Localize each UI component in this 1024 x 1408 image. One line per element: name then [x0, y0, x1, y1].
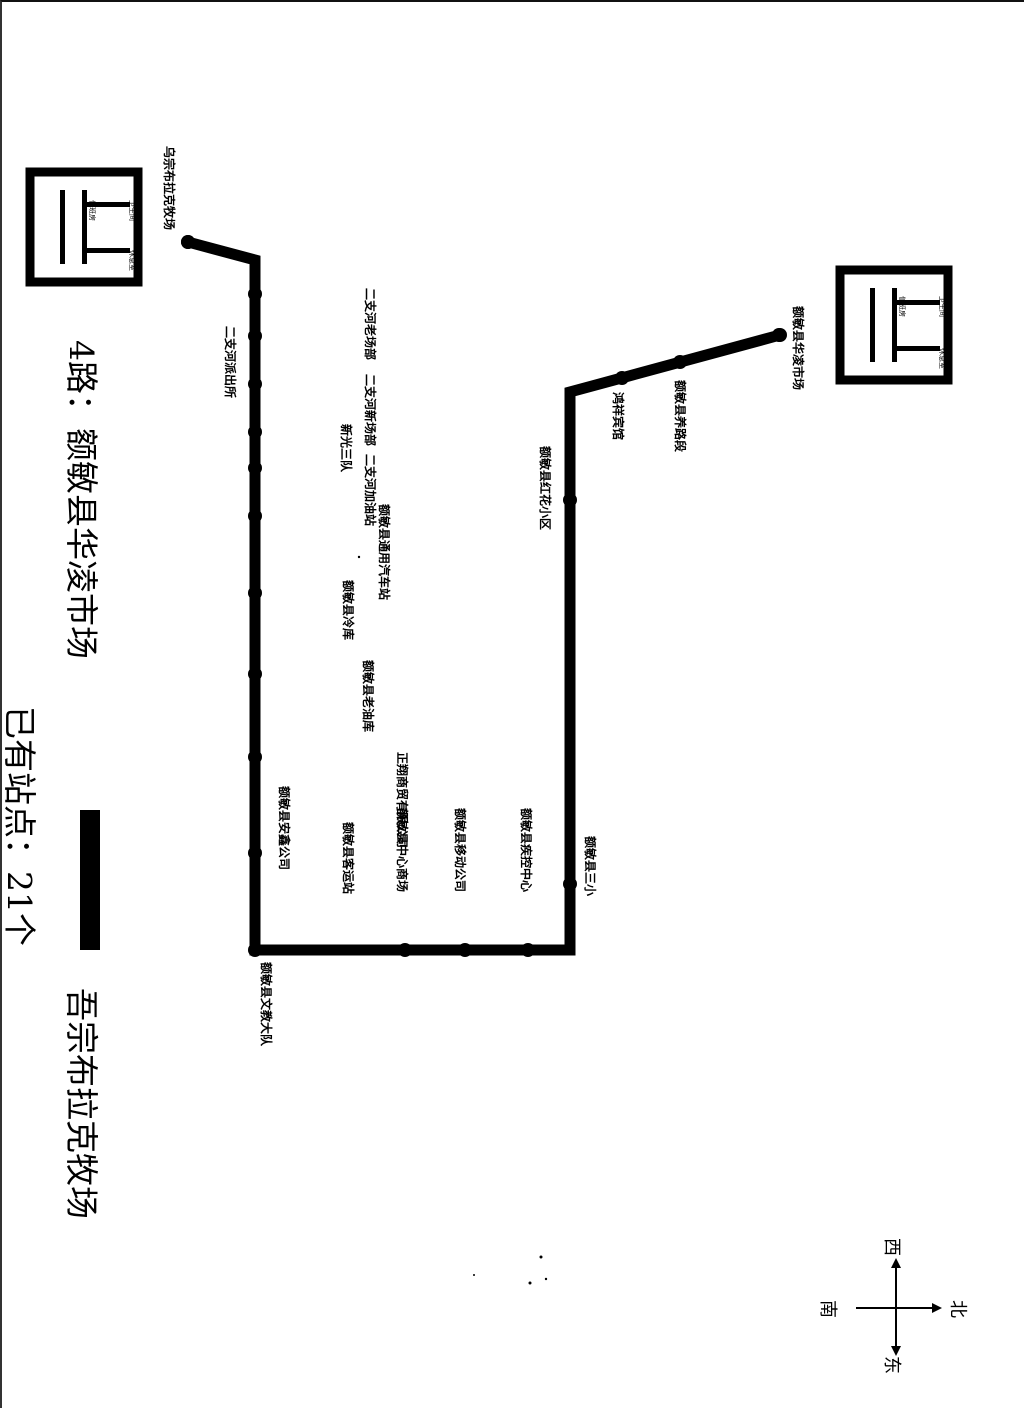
stop-dot[interactable] — [181, 235, 195, 249]
arrow-down-icon — [891, 1346, 901, 1356]
stop-dot[interactable] — [248, 667, 262, 681]
stop-dot[interactable] — [248, 586, 262, 600]
stop-label-paichusuo: 二支河派出所 — [223, 326, 238, 398]
facility-duty-label: 值班房 — [88, 200, 97, 221]
stop-label-laochang: 二支河老场部 — [363, 288, 378, 360]
compass-north: 北 — [947, 1300, 968, 1318]
stop-label-anxin: 额敏县安鑫公司 — [277, 786, 292, 870]
compass-east: 东 — [881, 1356, 902, 1374]
stop-dot[interactable] — [248, 329, 262, 343]
stop-dot[interactable] — [521, 943, 535, 957]
stop-dot[interactable] — [248, 943, 262, 957]
facility-duty-label: 值班房 — [898, 296, 907, 317]
stop-label-wenjiao: 额敏县文教大队 — [259, 962, 274, 1047]
stop-dot[interactable] — [248, 287, 262, 301]
stop-dot[interactable] — [248, 461, 262, 475]
stop-label-yangluduan: 额敏县养路段 — [673, 380, 688, 453]
route-origin: 额敏县华凌市场 — [62, 428, 101, 659]
route-ends — [181, 235, 787, 342]
stop-label-sandui: 新光三队 — [339, 424, 354, 473]
arrow-right-icon — [932, 1303, 942, 1313]
facility-restroom-label: 卫生间 — [128, 200, 137, 221]
title-separator-bar — [80, 810, 100, 950]
stop-label-wuzong: 乌宗布拉克牧场 — [162, 146, 177, 230]
route-line — [182, 236, 786, 956]
stop-dot[interactable] — [248, 377, 262, 391]
stop-label-sanxiao: 额敏县三小 — [583, 836, 598, 896]
arrow-up-icon — [891, 1258, 901, 1268]
stop-label-hongxiang: 鸿祥宾馆 — [611, 392, 626, 440]
stop-label-keyun: 额敏县客运站 — [341, 822, 356, 894]
stop-dot[interactable] — [772, 328, 786, 342]
facility-room-label: 休息室 — [128, 250, 137, 271]
stop-dot[interactable] — [398, 943, 412, 957]
stop-count: 已有站点：21个 — [0, 706, 39, 946]
stop-dot[interactable] — [563, 493, 577, 507]
stop-dot[interactable] — [248, 750, 262, 764]
stop-label-zhongxin: 额敏县中心商场 — [395, 808, 410, 892]
stop-label-huangling: 额敏县华凌市场 — [791, 306, 806, 390]
stop-label-qiche: 额敏县通用汽车站 — [377, 504, 392, 600]
stop-dot[interactable] — [248, 509, 262, 523]
stop-label-lengku: 额敏县冷库 — [341, 580, 356, 640]
stop-label-jiayou: 二支河加油站 — [363, 454, 378, 526]
stop-label-laoyouku: 额敏县老油库 — [361, 660, 376, 732]
scan-specks — [357, 555, 548, 1285]
stop-dot[interactable] — [615, 371, 629, 385]
facility-restroom-label: 卫生间 — [938, 296, 947, 317]
stop-label-yanglin: 正翔商贸有限公司 — [395, 752, 410, 848]
compass-west: 西 — [881, 1238, 902, 1256]
terminal-facility-west: 卫生间 值班房 休息室 — [30, 172, 138, 282]
stop-dot[interactable] — [248, 846, 262, 860]
stop-label-yidong: 额敏县移动公司 — [453, 808, 468, 892]
stop-labels: 额敏县华凌市场 额敏县养路段 鸿祥宾馆 额敏县红花小区 额敏县三小 额敏县疾控中… — [162, 146, 806, 1047]
route-destination: 吾宗布拉克牧场 — [62, 988, 101, 1219]
stop-label-honghua: 额敏县红花小区 — [538, 446, 553, 530]
stop-label-xinchang: 二支河新场部 — [363, 374, 378, 446]
route-number: 4路： — [62, 340, 101, 427]
route-title: 4路： 额敏县华凌市场 吾宗布拉克牧场 已有站点：21个 — [0, 340, 101, 1219]
stop-markers — [181, 235, 786, 957]
compass-south: 南 — [817, 1300, 838, 1318]
terminal-facility-east: 卫生间 值班房 休息室 — [840, 270, 948, 380]
stop-dot[interactable] — [563, 877, 577, 891]
facility-room-label: 休息室 — [938, 348, 947, 369]
stop-dot[interactable] — [248, 425, 262, 439]
stop-dot[interactable] — [458, 943, 472, 957]
stop-label-jikong: 额敏县疾控中心 — [519, 808, 534, 892]
compass: 西 北 南 东 — [817, 1238, 968, 1374]
stop-dot[interactable] — [673, 355, 687, 369]
